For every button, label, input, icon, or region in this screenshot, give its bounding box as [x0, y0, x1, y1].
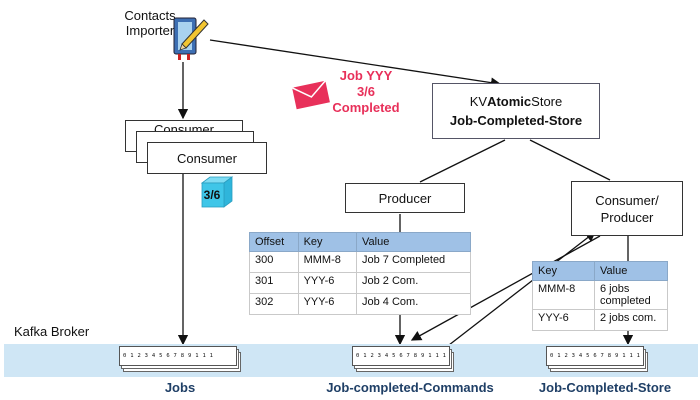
table-cell: 2 jobs com. [594, 309, 668, 331]
table-row: 300 MMM-8 Job 7 Completed [249, 251, 471, 273]
producer-label: Producer [378, 190, 432, 206]
store-topic-log[interactable]: 0 1 2 3 4 5 6 7 8 9 1 1 1 [546, 346, 644, 366]
table-header-row: Offset Key Value [249, 232, 471, 252]
log-cells: 0 1 2 3 4 5 6 7 8 9 1 1 1 [550, 353, 641, 359]
envelope-icon [291, 80, 330, 110]
store-name-prefix: KV [469, 94, 488, 109]
line-store-to-producer [419, 139, 506, 183]
log-cells: 0 1 2 3 4 5 6 7 8 9 1 1 1 [123, 353, 214, 359]
table-cell: 6 jobs completed [594, 280, 668, 310]
store-state-table: Key Value MMM-8 6 jobs completed YYY-6 2… [532, 261, 668, 331]
table-row: 302 YYY-6 Job 4 Com. [249, 293, 471, 315]
table-header: Value [594, 261, 668, 281]
table-row: YYY-6 2 jobs com. [532, 309, 668, 331]
table-header: Key [297, 232, 358, 252]
commands-topic-log[interactable]: 0 1 2 3 4 5 6 7 8 9 1 1 1 [352, 346, 450, 366]
importer-title: Contacts Importer [124, 8, 176, 38]
table-header: Value [356, 232, 471, 252]
topic-label-jobs: Jobs [164, 380, 196, 395]
table-header: Offset [249, 232, 299, 252]
table-cell: 302 [249, 293, 299, 315]
table-cell: YYY-6 [297, 272, 358, 294]
commands-offset-table: Offset Key Value 300 MMM-8 Job 7 Complet… [249, 232, 471, 315]
pen-in-folder-icon [173, 17, 209, 60]
producer-box[interactable]: Producer [345, 183, 465, 213]
kafka-broker-label: Kafka Broker [14, 324, 90, 339]
store-name-bold: Atomic [487, 94, 532, 109]
table-cell: MMM-8 [532, 280, 595, 310]
table-cell: YYY-6 [297, 293, 358, 315]
store-name-suffix: Store [531, 94, 563, 109]
message-line-2: 3/6 [356, 84, 376, 99]
line-store-to-consumer-producer [529, 139, 611, 181]
consumer-label: Consumer [177, 150, 237, 166]
topic-label-store: Job-Completed-Store [538, 380, 672, 395]
arrow-commands-to-consumer-producer [439, 231, 597, 353]
consumer-producer-box[interactable]: Consumer/ Producer [571, 181, 683, 236]
message-line-1: Job YYY [339, 68, 393, 83]
arrow-importer-to-store [209, 39, 502, 88]
table-header: Key [532, 261, 595, 281]
table-cell: 300 [249, 251, 299, 273]
table-cell: YYY-6 [532, 309, 595, 331]
table-cell: Job 2 Com. [356, 272, 471, 294]
store-title: Job-Completed-Store [449, 113, 583, 128]
consumer-producer-label-1: Consumer/ [595, 192, 659, 208]
table-cell: 301 [249, 272, 299, 294]
table-cell: Job 4 Com. [356, 293, 471, 315]
table-header-row: Key Value [532, 261, 668, 281]
table-cell: Job 7 Completed [356, 251, 471, 273]
jobs-topic-log[interactable]: 0 1 2 3 4 5 6 7 8 9 1 1 1 [119, 346, 237, 366]
cube-icon [200, 176, 234, 208]
consumer-producer-label-2: Producer [600, 209, 654, 225]
arrow-consumer-producer-to-commands [410, 235, 601, 341]
kv-atomic-store-box[interactable]: KVAtomicStore Job-Completed-Store [432, 83, 600, 139]
message-text: Job YYY 3/6 Completed [330, 68, 402, 116]
consumer-box[interactable]: Consumer [147, 142, 267, 174]
store-name: KVAtomicStore [470, 94, 562, 109]
log-cells: 0 1 2 3 4 5 6 7 8 9 1 1 1 [356, 353, 447, 359]
table-row: 301 YYY-6 Job 2 Com. [249, 272, 471, 294]
table-cell: MMM-8 [297, 251, 358, 273]
cube-label: 3/6 [203, 188, 221, 202]
topic-label-commands: Job-completed-Commands [326, 380, 494, 395]
message-line-3: Completed [332, 100, 400, 115]
table-row: MMM-8 6 jobs completed [532, 280, 668, 310]
